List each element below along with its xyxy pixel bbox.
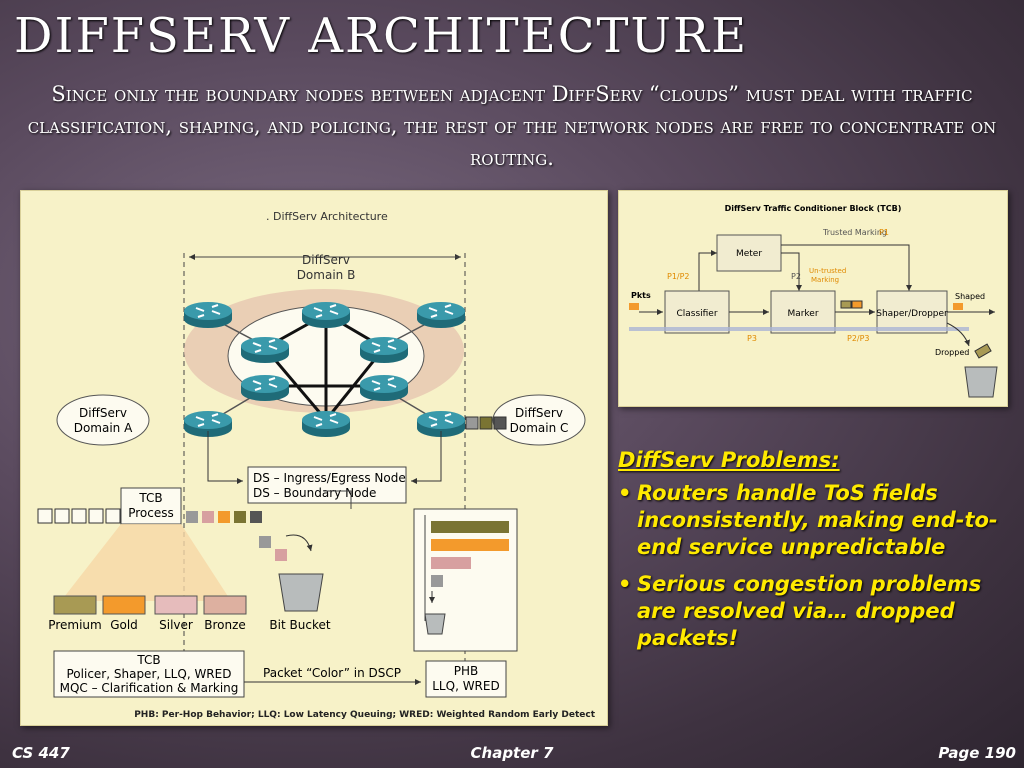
tcb-figure-title: DiffServ Traffic Conditioner Block (TCB): [725, 204, 902, 213]
untrusted-label-2: Marking: [811, 276, 839, 284]
problems-list: •Routers handle ToS fields inconsistentl…: [618, 480, 1008, 652]
p2-label: P2: [791, 272, 801, 281]
p1-label: P1: [879, 228, 889, 237]
phb-box-line-2: LLQ, WRED: [432, 679, 499, 693]
p1p2-label: P1/P2: [667, 272, 690, 281]
domain-c-label-1: DiffServ: [515, 406, 563, 420]
footer-course: CS 447: [12, 744, 70, 762]
tcb-box-line-1: TCB: [136, 653, 160, 667]
tcb-box-line-2: Policer, Shaper, LLQ, WRED: [67, 667, 232, 681]
phb-box-line-1: PHB: [454, 664, 479, 678]
domain-c-cloud: [492, 394, 586, 446]
problem-text: Routers handle ToS fields inconsistently…: [637, 481, 998, 559]
problem-text: Serious congestion problems are resolved…: [637, 572, 982, 650]
dropped-bucket-icon: [964, 366, 998, 398]
packet-queue: [37, 508, 121, 524]
slide-title: DiffServ Architecture: [14, 8, 749, 64]
trusted-marking-label: Trusted Marking: [822, 228, 887, 237]
dropped-label: Dropped: [935, 348, 969, 357]
domain-c-label-2: Domain C: [510, 421, 569, 435]
class-tubs: [53, 595, 247, 615]
class-bronze: Bronze: [204, 618, 246, 632]
node-legend-boundary: DS – Boundary Node: [253, 486, 376, 500]
p2p3-label: P2/P3: [847, 334, 870, 343]
footer-page: Page 190: [938, 744, 1016, 762]
tcb-process-label-1: TCB: [138, 491, 162, 505]
class-gold: Gold: [110, 618, 138, 632]
pkts-label: Pkts: [631, 291, 651, 300]
figure-caption: PHB: Per-Hop Behavior; LLQ: Low Latency …: [134, 710, 595, 720]
meter-label: Meter: [736, 249, 762, 259]
marker-label: Marker: [787, 309, 818, 319]
bullet-icon: •: [618, 481, 632, 505]
node-legend-ingress: DS – Ingress/Egress Node: [253, 471, 406, 485]
domain-a-cloud: [56, 394, 150, 446]
tcb-process-box: [120, 487, 182, 525]
domain-a-label-1: DiffServ: [79, 406, 127, 420]
shaped-label: Shaped: [955, 292, 985, 301]
shaper-label: Shaper/Dropper: [876, 309, 948, 319]
marker-box: [770, 290, 836, 334]
class-silver: Silver: [159, 618, 193, 632]
bit-bucket-label: Bit Bucket: [269, 618, 330, 632]
tcb-box-line-3: MQC – Clarification & Marking: [60, 681, 239, 695]
tcb-process-label-2: Process: [128, 506, 174, 520]
untrusted-label-1: Un-trusted: [809, 267, 846, 275]
small-bucket-icon: [424, 613, 446, 635]
phb-box: [425, 660, 507, 698]
problem-item: •Routers handle ToS fields inconsistentl…: [618, 480, 1008, 561]
classifier-label: Classifier: [676, 309, 717, 319]
domain-a-label-2: Domain A: [74, 421, 133, 435]
shaper-box: [876, 290, 948, 334]
tcb-figure: DiffServ Traffic Conditioner Block (TCB)…: [618, 190, 1008, 407]
bit-bucket-icon: [278, 573, 324, 612]
class-premium: Premium: [48, 618, 101, 632]
classifier-box: [664, 290, 730, 334]
problems-section: DiffServ Problems: •Routers handle ToS f…: [618, 448, 1008, 662]
figure-title: . DiffServ Architecture: [266, 210, 388, 223]
problems-heading: DiffServ Problems:: [618, 448, 840, 472]
domain-b-label-2: Domain B: [297, 268, 356, 282]
bullet-icon: •: [618, 572, 632, 596]
footer-chapter: Chapter 7: [470, 744, 554, 762]
node-legend-box: [247, 466, 407, 504]
diffserv-architecture-figure: . DiffServ Architecture DiffServ Domain …: [20, 190, 608, 726]
problem-item: •Serious congestion problems are resolve…: [618, 571, 1008, 652]
packet-color-label: Packet “Color” in DSCP: [263, 666, 401, 680]
domain-b-label-1: DiffServ: [302, 253, 350, 267]
slide-subtitle: Since only the boundary nodes between ad…: [27, 82, 997, 170]
p3-label: P3: [747, 334, 757, 343]
tcb-box: [53, 650, 245, 698]
